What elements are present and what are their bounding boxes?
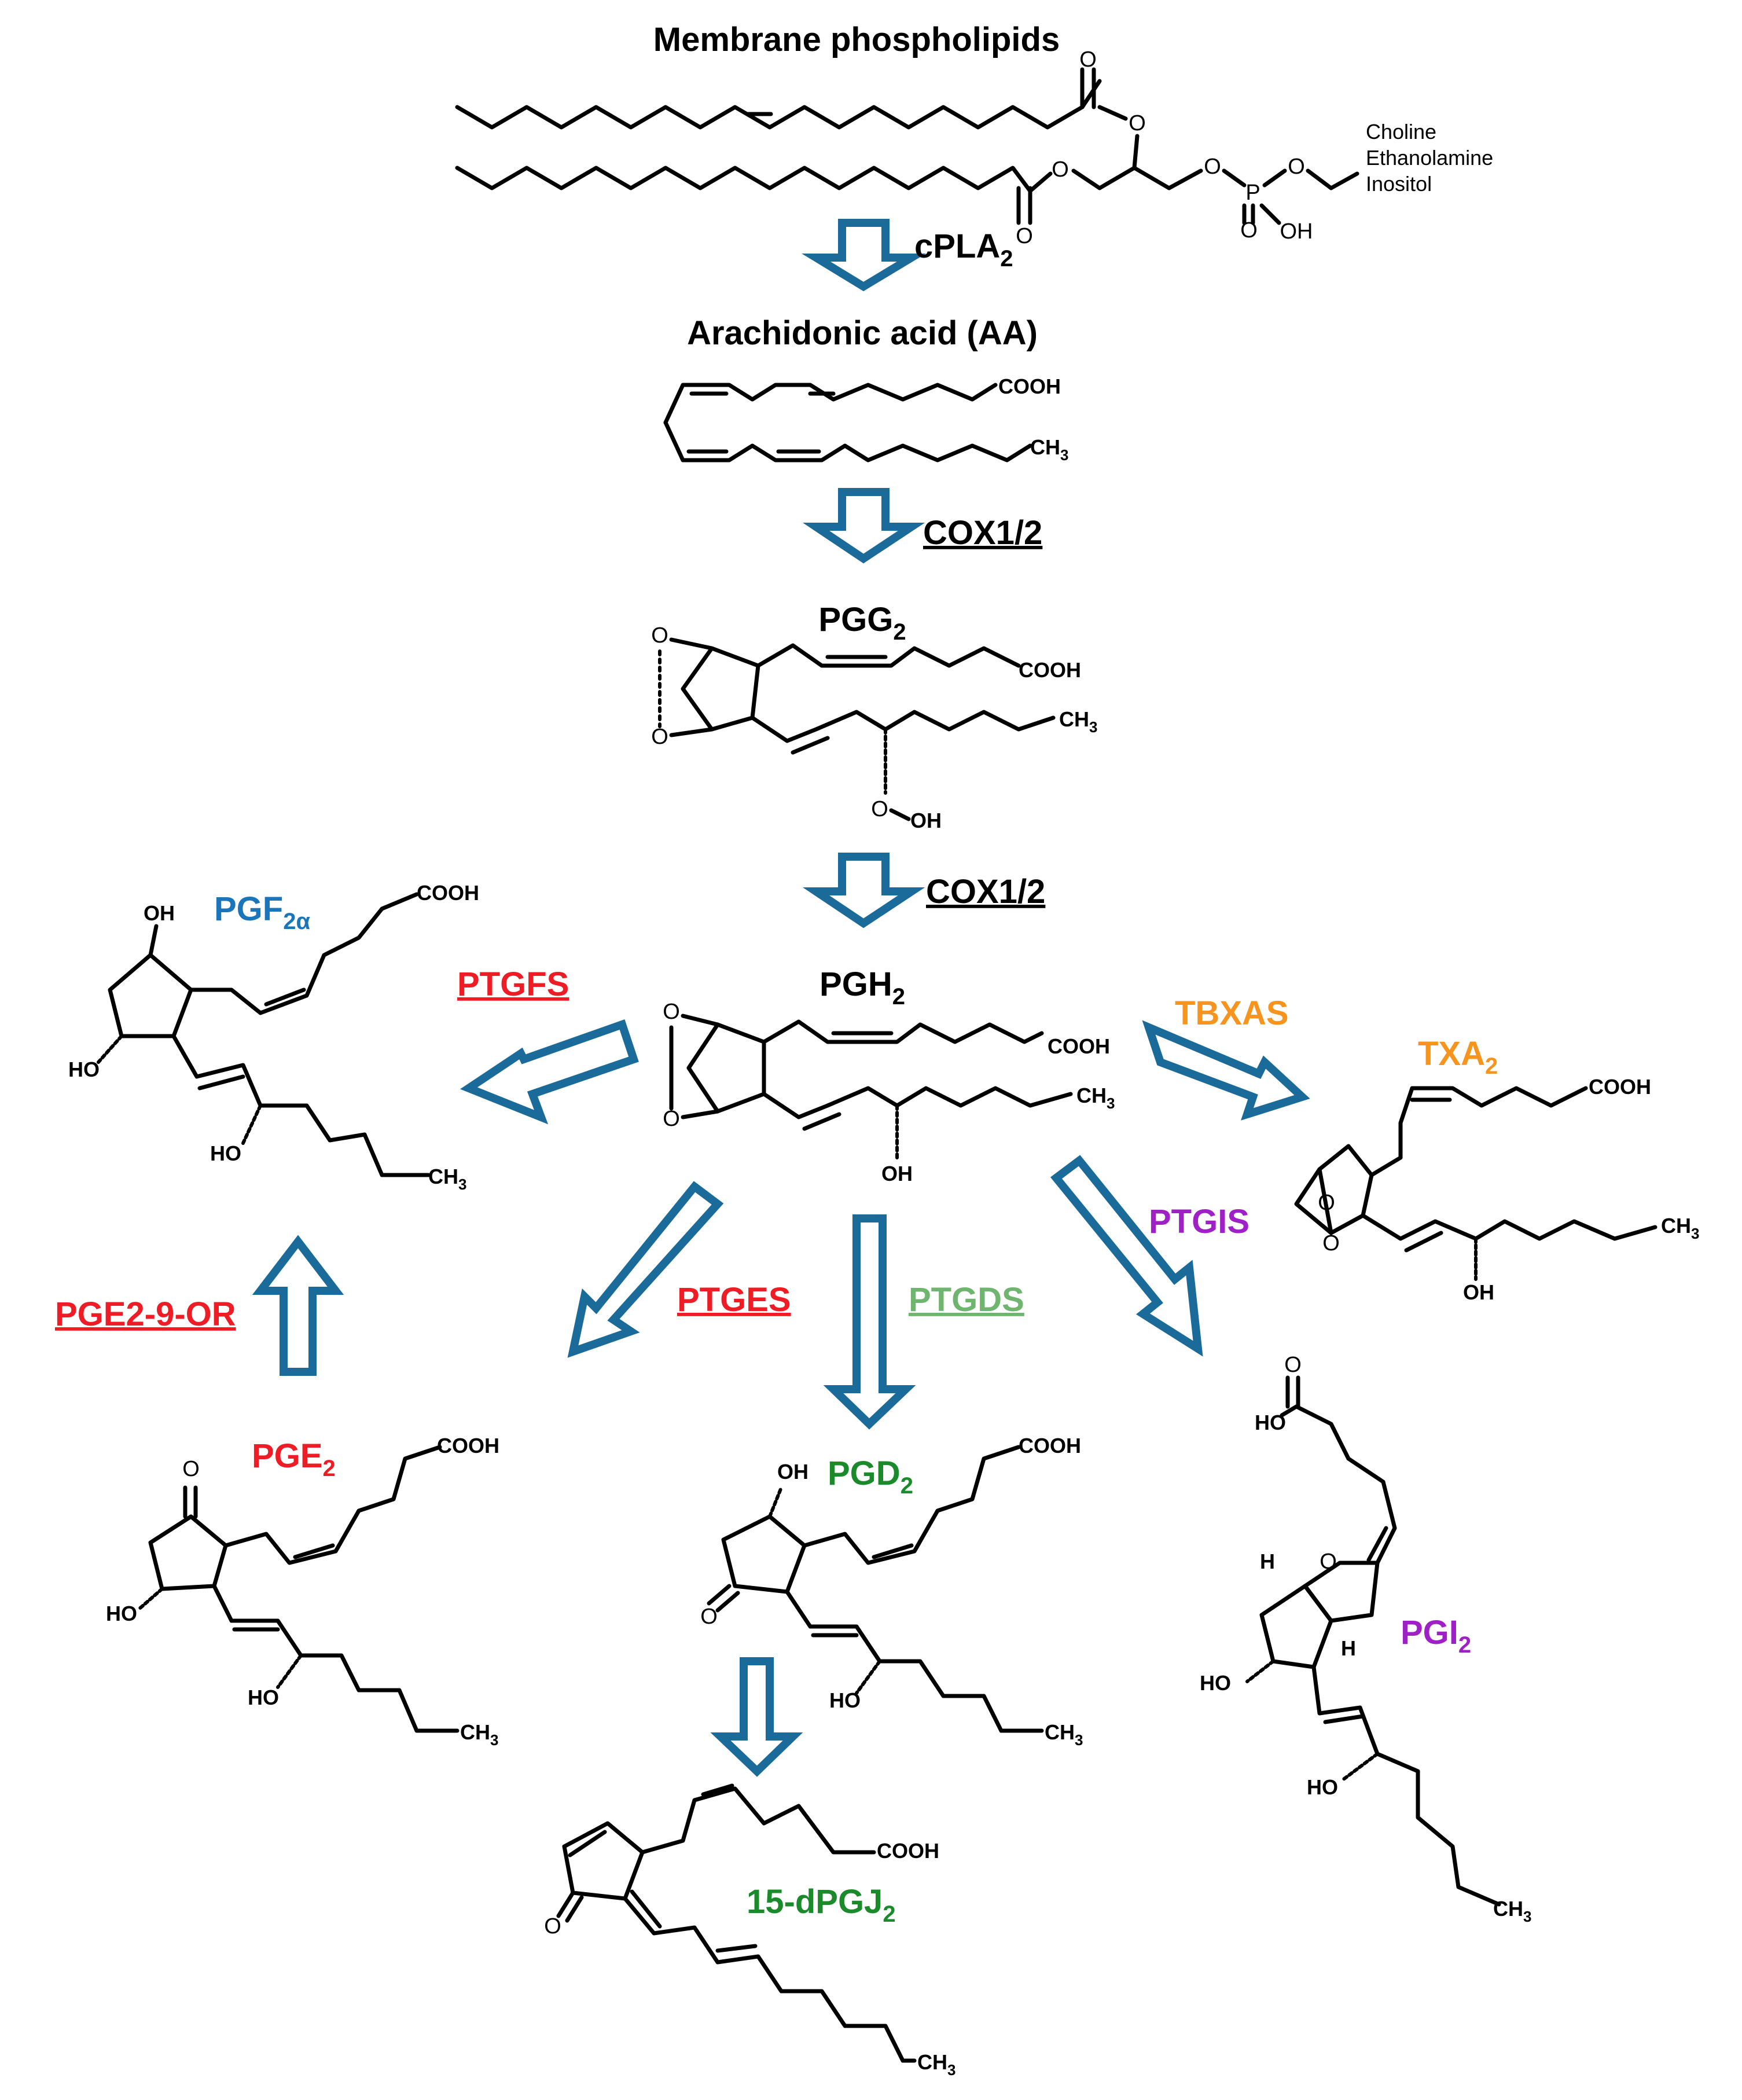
pge2-title: PGE2 <box>252 1437 336 1481</box>
svg-text:COOH: COOH <box>417 881 479 905</box>
arrow-pge2-9-or <box>252 1235 344 1376</box>
pgg2-structure: O O COOH CH3 O OH <box>651 623 1097 832</box>
arrow-pgd2-to-15dpgj2 <box>710 1657 803 1777</box>
arrow-ptges <box>567 1181 724 1358</box>
arrow-cpla2 <box>802 219 927 292</box>
enzyme-cpla2: cPLA2 <box>914 227 1013 271</box>
svg-text:COOH: COOH <box>437 1434 499 1457</box>
txa2-structure: O O COOH CH3 OH <box>1294 1075 1699 1304</box>
phosphate-hydroxyl: OH <box>1280 219 1313 244</box>
phospholipid-structure: O O O O O P O O OH Choline Ethanolamine … <box>455 47 1493 248</box>
svg-text:OH: OH <box>144 901 175 925</box>
svg-text:HO: HO <box>829 1688 861 1712</box>
svg-text:CH3: CH3 <box>1045 1720 1083 1749</box>
pgd2-structure: OH O COOH CH3 HO <box>700 1434 1083 1749</box>
svg-text:O: O <box>651 725 668 749</box>
headgroup-choline: Choline <box>1366 120 1436 144</box>
membrane-phospholipids-title: Membrane phospholipids <box>653 21 1060 58</box>
aa-carboxyl: COOH <box>998 375 1061 398</box>
enzyme-pge2-9-or: PGE2-9-OR <box>55 1295 236 1333</box>
arrow-cox-1 <box>802 488 925 564</box>
ester-oxygen-upper: O <box>1129 111 1146 135</box>
svg-text:HO: HO <box>210 1141 241 1165</box>
pgg2-title: PGG2 <box>818 601 906 645</box>
svg-text:OH: OH <box>881 1162 913 1185</box>
headgroup-inositol: Inositol <box>1366 172 1432 196</box>
svg-text:OH: OH <box>910 809 942 832</box>
svg-text:O: O <box>651 623 668 648</box>
svg-text:COOH: COOH <box>1048 1034 1110 1058</box>
pgf2a-title: PGF2α <box>214 890 310 934</box>
arrow-ptgfs <box>460 1019 639 1125</box>
phosphorus-atom: P <box>1245 181 1260 205</box>
svg-text:CH3: CH3 <box>1076 1084 1115 1112</box>
svg-text:OH: OH <box>777 1460 808 1484</box>
enzyme-ptgis: PTGIS <box>1149 1203 1249 1240</box>
svg-text:O: O <box>1318 1191 1335 1215</box>
svg-text:HO: HO <box>68 1058 100 1081</box>
pgi2-structure: O HO O H H HO CH3 HO <box>1200 1353 1531 1925</box>
svg-text:OH: OH <box>1463 1280 1494 1304</box>
svg-text:O: O <box>700 1605 718 1629</box>
svg-text:O: O <box>544 1914 561 1939</box>
svg-text:CH3: CH3 <box>428 1165 466 1193</box>
arrow-tbxas <box>1142 1020 1310 1121</box>
svg-text:COOH: COOH <box>1019 1434 1081 1457</box>
enzyme-ptgds: PTGDS <box>909 1281 1024 1319</box>
svg-text:COOH: COOH <box>1589 1075 1651 1099</box>
pgh2-structure: O O COOH CH3 OH <box>663 1000 1115 1185</box>
pge2-structure: O HO COOH CH3 HO <box>106 1434 499 1749</box>
arrow-ptgds <box>823 1214 916 1430</box>
phosphate-oxygen-1: O <box>1204 155 1221 179</box>
phosphate-oxygen-2: O <box>1288 155 1305 179</box>
svg-text:HO: HO <box>1200 1671 1231 1695</box>
svg-text:O: O <box>663 1107 680 1131</box>
carbonyl-oxygen-upper: O <box>1079 47 1097 72</box>
txa2-title: TXA2 <box>1418 1035 1498 1079</box>
svg-text:H: H <box>1260 1550 1275 1573</box>
carbonyl-oxygen-lower: O <box>1016 224 1033 248</box>
enzyme-ptgfs: PTGFS <box>457 965 569 1003</box>
enzyme-cox-2: COX1/2 <box>926 873 1045 911</box>
svg-text:CH3: CH3 <box>1059 707 1097 736</box>
pgf2a-structure: OH HO COOH CH3 HO <box>68 881 479 1193</box>
svg-text:O: O <box>182 1457 200 1481</box>
headgroup-ethanolamine: Ethanolamine <box>1366 146 1493 170</box>
svg-text:O: O <box>663 1000 680 1024</box>
enzyme-tbxas: TBXAS <box>1175 994 1289 1032</box>
arachidonic-acid-structure: COOH CH3 <box>663 375 1068 464</box>
arachidonic-acid-title: Arachidonic acid (AA) <box>687 314 1038 352</box>
pgd2-title: PGD2 <box>828 1455 913 1499</box>
svg-text:H: H <box>1341 1636 1356 1660</box>
svg-text:COOH: COOH <box>1019 658 1081 682</box>
svg-text:CH3: CH3 <box>917 2050 955 2079</box>
dpgj2-structure: O COOH CH3 <box>544 1783 955 2079</box>
svg-text:O: O <box>1284 1353 1302 1377</box>
svg-text:HO: HO <box>1307 1775 1338 1799</box>
svg-text:O: O <box>871 797 888 821</box>
pgi2-title: PGI2 <box>1401 1614 1471 1658</box>
phosphate-oxygen-3: O <box>1240 218 1258 243</box>
dpgj2-title: 15-dPGJ2 <box>747 1883 896 1927</box>
svg-text:CH3: CH3 <box>1493 1897 1531 1925</box>
aa-methyl: CH3 <box>1030 435 1068 464</box>
svg-text:HO: HO <box>248 1686 279 1709</box>
enzyme-cox-1: COX1/2 <box>923 514 1042 552</box>
ester-oxygen-lower: O <box>1052 157 1069 182</box>
svg-text:CH3: CH3 <box>460 1720 498 1749</box>
svg-text:O: O <box>1322 1231 1340 1255</box>
enzyme-ptges: PTGES <box>677 1281 791 1319</box>
svg-text:CH3: CH3 <box>1661 1214 1699 1242</box>
svg-text:COOH: COOH <box>877 1839 939 1863</box>
arrow-cox-2 <box>802 853 925 928</box>
arrow-ptgis <box>1050 1155 1203 1357</box>
svg-text:HO: HO <box>106 1602 137 1625</box>
pgh2-title: PGH2 <box>819 965 905 1009</box>
